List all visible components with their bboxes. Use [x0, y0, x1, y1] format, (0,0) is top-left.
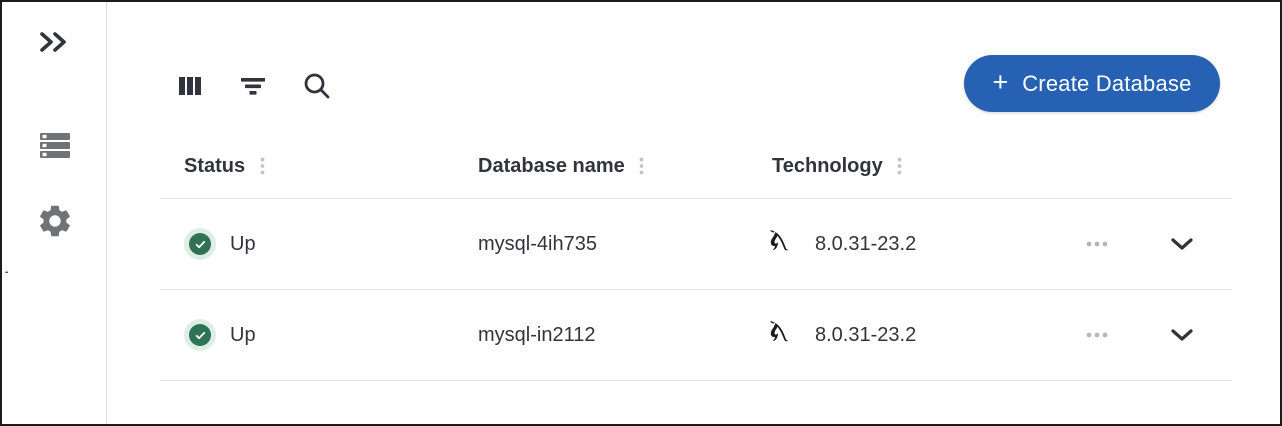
column-menu-status[interactable] — [245, 153, 279, 179]
column-header-label: Technology — [772, 154, 883, 177]
create-database-label: Create Database — [1022, 70, 1192, 96]
cell-actions — [1075, 199, 1119, 289]
filter-button[interactable] — [231, 66, 275, 110]
table-row[interactable]: Up mysql-4ih735 8.0.31-23.2 — [160, 199, 1232, 290]
chevron-down-icon — [1171, 329, 1193, 341]
search-button[interactable] — [295, 66, 339, 110]
check-circle-icon — [189, 324, 211, 346]
search-icon — [301, 70, 333, 107]
status-label: Up — [230, 232, 256, 255]
dots-vertical-icon — [260, 157, 265, 175]
table-toolbar: + Create Database — [107, 2, 1280, 142]
database-name-value: mysql-in2112 — [478, 323, 596, 346]
main-content: + Create Database Status — [107, 2, 1280, 424]
row-actions-button[interactable] — [1075, 224, 1119, 264]
table-row[interactable]: Up mysql-in2112 8.0.31-23.2 — [160, 290, 1232, 381]
clipped-edge-glyph — [3, 264, 12, 273]
column-header-label: Database name — [478, 154, 625, 177]
row-expand-button[interactable] — [1160, 315, 1204, 355]
chevrons-right-icon — [38, 28, 72, 61]
mysql-dolphin-icon — [765, 225, 799, 264]
column-menu-database-name[interactable] — [625, 153, 659, 179]
status-badge — [184, 228, 216, 260]
dots-horizontal-icon — [1086, 241, 1108, 247]
cell-status: Up — [184, 290, 256, 380]
column-header-status[interactable]: Status — [184, 153, 279, 179]
row-expand-button[interactable] — [1160, 224, 1204, 264]
cell-actions — [1075, 290, 1119, 380]
cell-database-name: mysql-4ih735 — [478, 199, 597, 289]
sidebar — [2, 2, 107, 424]
database-stack-icon — [37, 127, 73, 168]
cell-technology: 8.0.31-23.2 — [765, 199, 916, 289]
cell-expand — [1160, 290, 1204, 380]
column-header-label: Status — [184, 154, 246, 177]
filter-icon — [238, 72, 268, 105]
databases-table: Status Database name — [160, 142, 1232, 381]
sidebar-item-settings[interactable] — [2, 198, 107, 248]
database-name-value: mysql-4ih735 — [478, 232, 597, 255]
mysql-dolphin-icon — [765, 316, 799, 355]
column-header-technology[interactable]: Technology — [772, 153, 917, 179]
dots-vertical-icon — [897, 157, 902, 175]
dots-horizontal-icon — [1086, 332, 1108, 338]
sidebar-collapse-toggle[interactable] — [2, 22, 107, 66]
status-badge — [184, 319, 216, 351]
cell-expand — [1160, 199, 1204, 289]
technology-version: 8.0.31-23.2 — [815, 232, 917, 255]
column-menu-technology[interactable] — [883, 153, 917, 179]
gear-icon — [36, 202, 74, 245]
columns-icon — [176, 72, 204, 105]
dots-vertical-icon — [639, 157, 644, 175]
cell-status: Up — [184, 199, 256, 289]
check-circle-icon — [189, 233, 211, 255]
row-actions-button[interactable] — [1075, 315, 1119, 355]
sidebar-item-databases[interactable] — [2, 122, 107, 172]
technology-version: 8.0.31-23.2 — [815, 323, 917, 346]
status-label: Up — [230, 323, 256, 346]
columns-button[interactable] — [168, 66, 212, 110]
column-header-database-name[interactable]: Database name — [478, 153, 659, 179]
cell-technology: 8.0.31-23.2 — [765, 290, 916, 380]
plus-icon: + — [992, 67, 1009, 97]
chevron-down-icon — [1171, 238, 1193, 250]
table-header-row: Status Database name — [160, 142, 1232, 199]
create-database-button[interactable]: + Create Database — [964, 55, 1220, 112]
cell-database-name: mysql-in2112 — [478, 290, 595, 380]
